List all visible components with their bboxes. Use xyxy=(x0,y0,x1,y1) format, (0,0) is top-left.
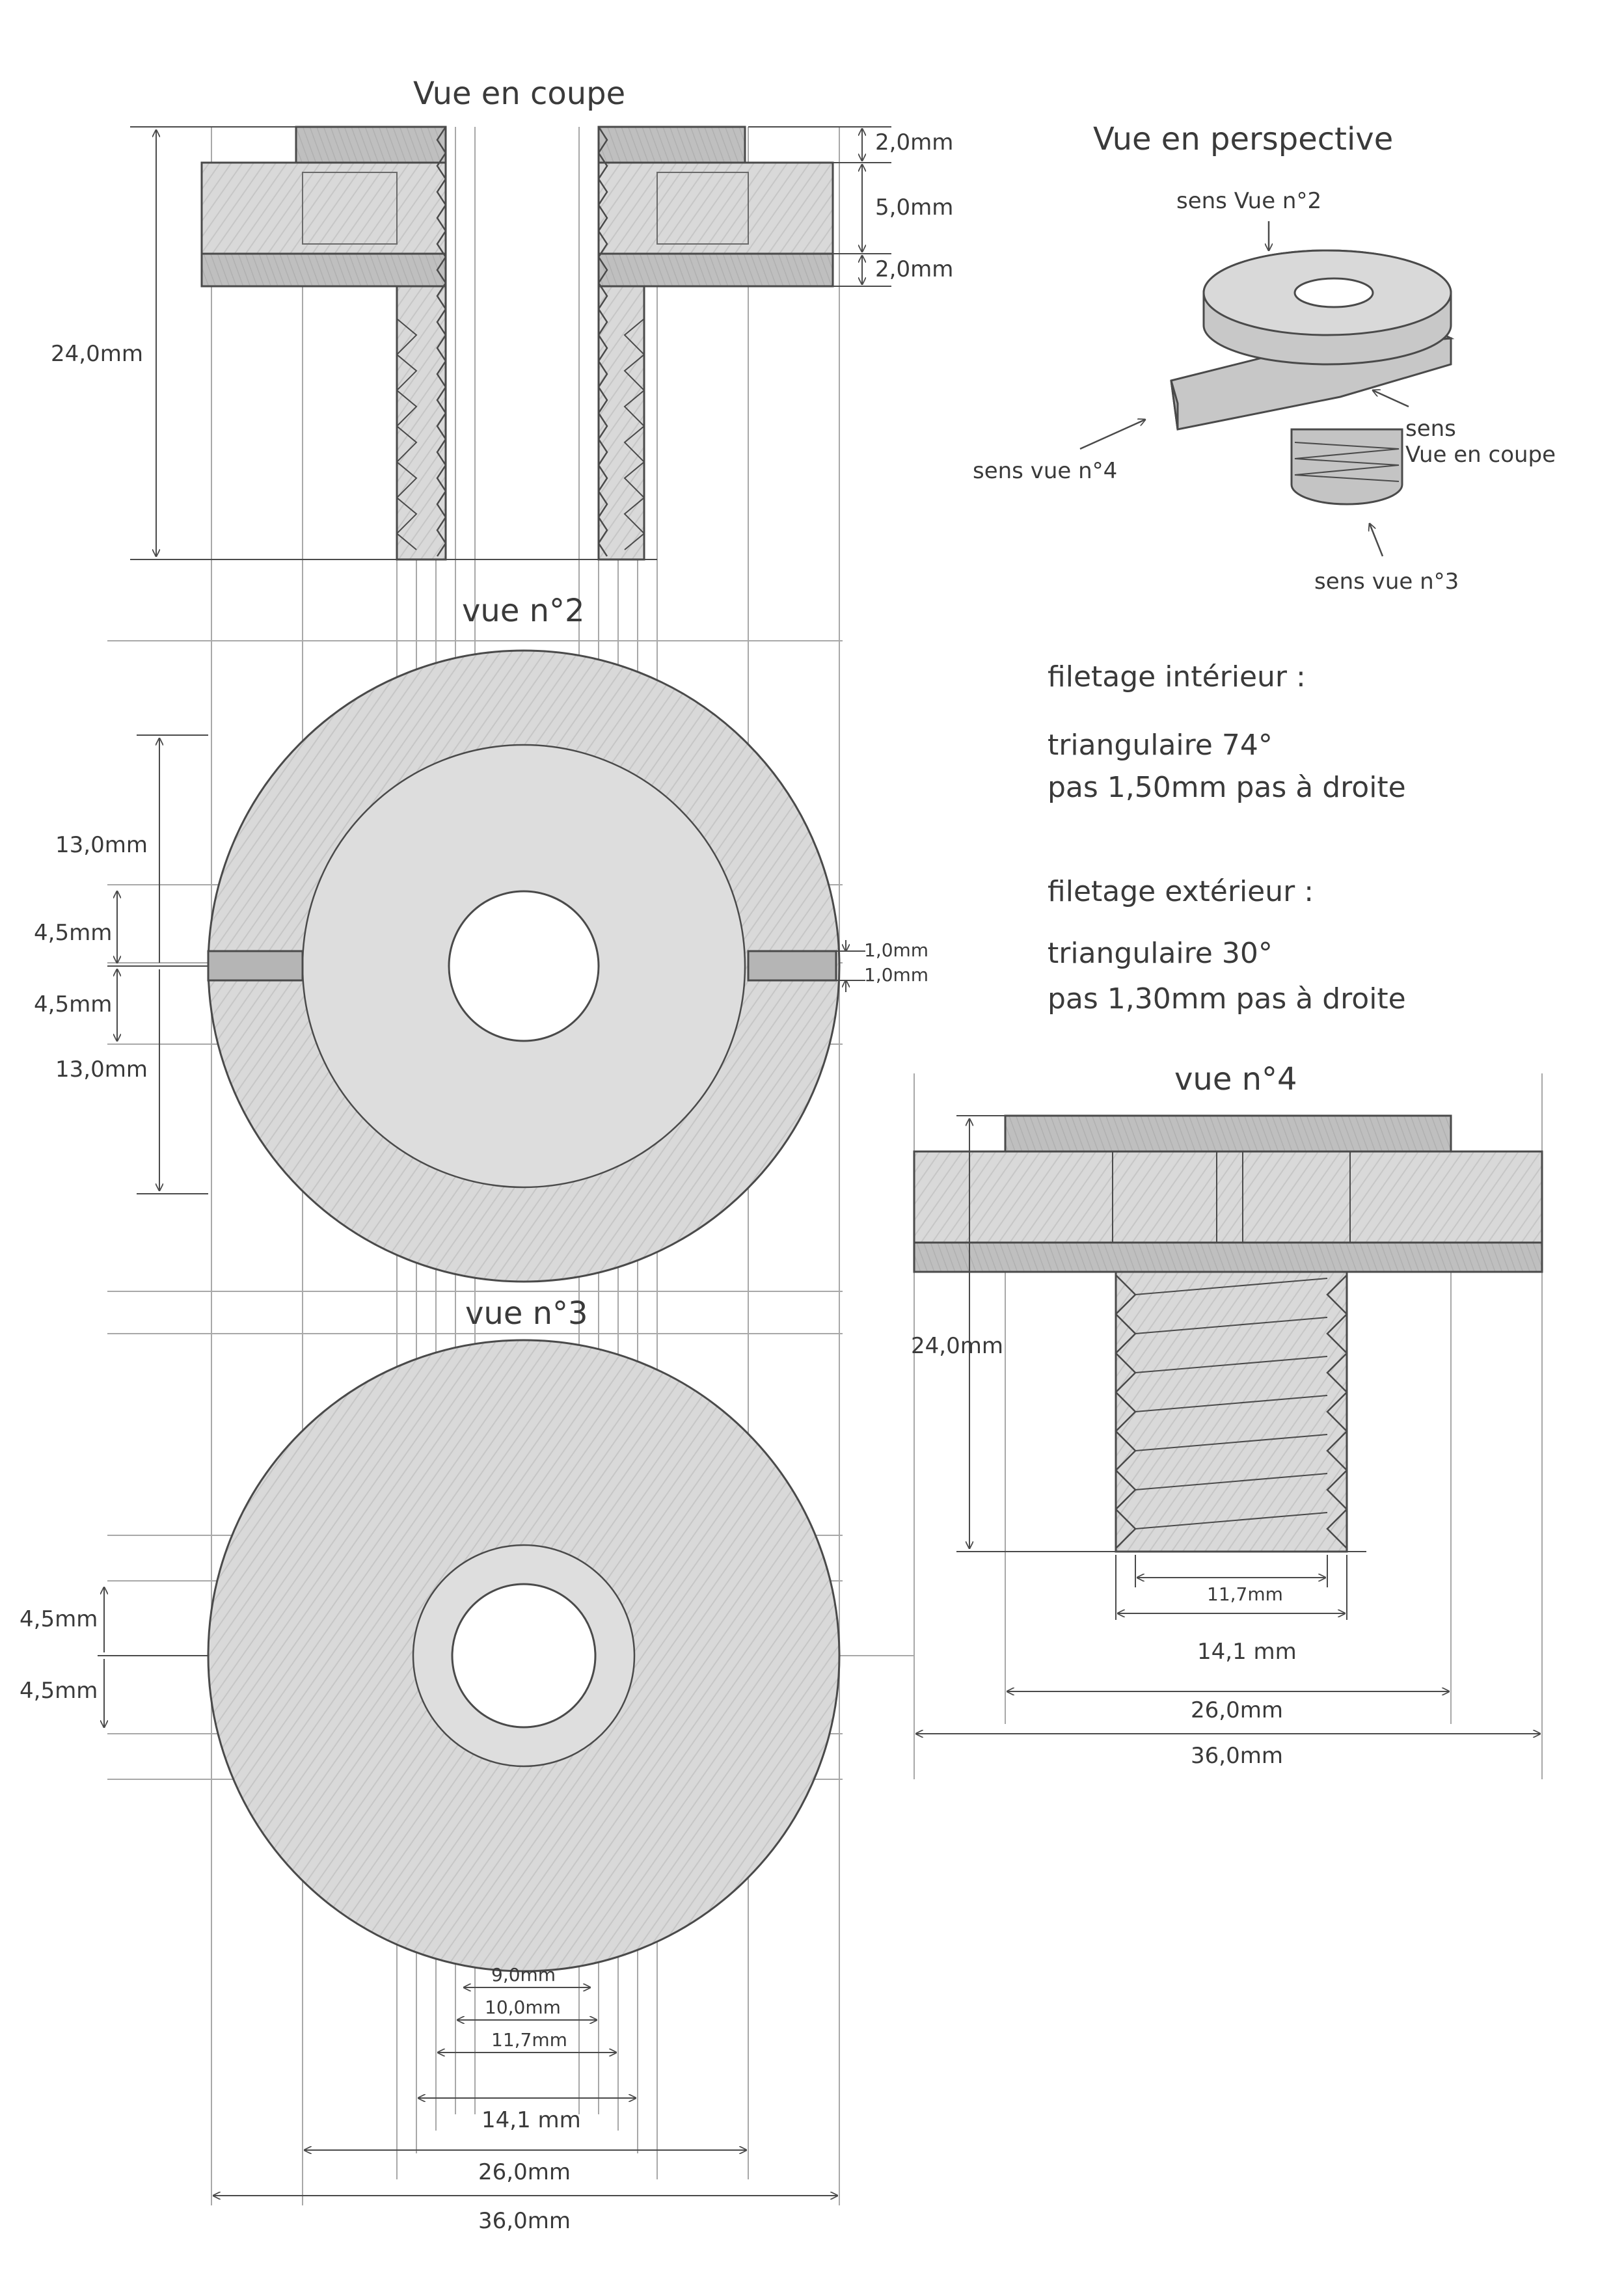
section-view-dims xyxy=(130,126,891,560)
perspective-sketch xyxy=(1170,249,1455,505)
view3-dim-d6: 36,0mm xyxy=(478,2208,571,2234)
external-thread-title: filetage extérieur : xyxy=(1048,875,1314,908)
view2-dim-lower: 13,0mm xyxy=(55,1057,148,1083)
view3-title: vue n°3 xyxy=(465,1295,588,1332)
dim-body: 5,0mm xyxy=(875,195,953,221)
label-dir-view3: sens vue n°3 xyxy=(1314,569,1459,595)
label-dir-view2: sens Vue n°2 xyxy=(1176,188,1321,214)
view4-title: vue n°4 xyxy=(1174,1061,1297,1097)
view2-dim-slot-bottom: 1,0mm xyxy=(864,964,928,986)
view3-dims xyxy=(98,1587,837,2196)
view2-dims xyxy=(107,734,865,1194)
outer-thread-right xyxy=(623,318,645,550)
dim-flange-bottom: 2,0mm xyxy=(875,256,953,282)
external-thread-line2: pas 1,30mm pas à droite xyxy=(1048,982,1406,1016)
view3-dim-d1: 9,0mm xyxy=(491,1964,556,1986)
perspective-title: Vue en perspective xyxy=(1093,121,1393,157)
view3-dim-d2: 10,0mm xyxy=(485,1997,561,2018)
view4-thread-right xyxy=(1326,1274,1348,1549)
dim-flange-top: 2,0mm xyxy=(875,129,953,155)
view3-dim-mid-down: 4,5mm xyxy=(20,1678,98,1704)
view4-dim-d1: 11,7mm xyxy=(1207,1583,1283,1605)
internal-thread-left xyxy=(436,126,447,557)
internal-thread-line2: pas 1,50mm pas à droite xyxy=(1048,771,1406,804)
internal-thread-line1: triangulaire 74° xyxy=(1048,729,1273,762)
internal-thread-title: filetage intérieur : xyxy=(1048,660,1306,693)
view3-drawing xyxy=(207,1339,841,1972)
internal-thread-right xyxy=(597,126,608,557)
view4-dim-d2: 14,1 mm xyxy=(1197,1639,1297,1665)
label-dir-view4: sens vue n°4 xyxy=(973,458,1117,484)
view4-drawing xyxy=(913,1114,1543,1553)
view3-dim-mid-up: 4,5mm xyxy=(20,1606,98,1632)
view2-dim-mid-down: 4,5mm xyxy=(34,991,112,1017)
perspective-arrows xyxy=(1079,221,1409,557)
view3-dim-d4: 14,1 mm xyxy=(481,2107,581,2133)
view2-dim-upper: 13,0mm xyxy=(55,832,148,858)
view4-dim-height: 24,0mm xyxy=(911,1333,1003,1359)
outer-thread-left xyxy=(396,318,418,550)
section-view xyxy=(200,126,834,561)
view2-dim-slot-top: 1,0mm xyxy=(864,939,928,961)
view3-dim-d5: 26,0mm xyxy=(478,2159,571,2185)
external-thread-line1: triangulaire 30° xyxy=(1048,937,1273,970)
view4-dims xyxy=(916,1115,1540,1734)
view3-dim-d3: 11,7mm xyxy=(491,2029,567,2051)
view2-title: vue n°2 xyxy=(462,593,585,629)
dim-section-height: 24,0mm xyxy=(51,341,143,367)
view2-drawing xyxy=(207,649,841,1283)
section-view-title: Vue en coupe xyxy=(413,75,625,112)
label-dir-section-1: sens xyxy=(1405,416,1456,442)
view2-dim-mid-up: 4,5mm xyxy=(34,920,112,946)
view4-dim-d4: 36,0mm xyxy=(1191,1743,1283,1769)
view4-dim-d3: 26,0mm xyxy=(1191,1697,1283,1723)
label-dir-section-2: Vue en coupe xyxy=(1405,442,1556,468)
